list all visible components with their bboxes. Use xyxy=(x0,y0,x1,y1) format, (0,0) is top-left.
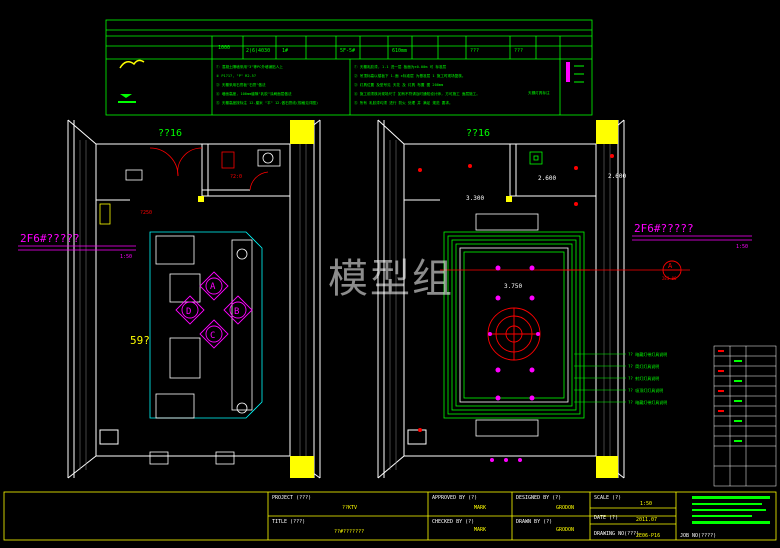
legend-item-4: ?? 吸顶灯灯具说明 xyxy=(628,387,663,393)
left-section-tag-scale: 1:50 xyxy=(120,254,132,260)
title-value: ??#??????? xyxy=(334,529,364,535)
legend-item-1: ?? 暗藏灯带灯具说明 xyxy=(628,351,667,357)
right-plan-marker: A 2E3-06 xyxy=(540,260,690,281)
drawn-value: GRODON xyxy=(556,527,574,533)
designed-value: GRODON xyxy=(556,505,574,511)
header-note-10: ⑤ 所有 乳胶漆均须 进行 防火 处理 并 满足 规范 要求。 xyxy=(354,100,453,105)
header-note-1: ① 混凝土隔墙采用"3"等PC外墙铺贴人上 xyxy=(216,64,283,69)
title-label: TITLE (???) xyxy=(272,519,305,525)
right-height-3: 2.600 xyxy=(538,175,556,182)
left-circle-c: C xyxy=(210,331,215,341)
title-block-text: PROJECT (???) ??KTV TITLE (???) ??#?????… xyxy=(272,495,716,539)
left-plan-walls xyxy=(67,119,321,479)
title-block-bars xyxy=(692,496,770,524)
project-label: PROJECT (???) xyxy=(272,495,311,501)
header-note-7: ② 吊顶标高以楼板下 1.面 ±标准层 为基准层 1 施工时现场复核。 xyxy=(354,73,465,78)
approved-label: APPROVED BY (?) xyxy=(432,495,477,501)
right-plan-walls xyxy=(377,119,625,479)
right-plan-lights xyxy=(488,265,540,462)
header-code-6: ??? xyxy=(470,48,479,54)
drawn-label: DRAWN BY (?) xyxy=(516,519,552,525)
right-plan-text: ??16 3.300 3.750 2.600 2.600 xyxy=(466,128,626,290)
right-height-4: 2.600 xyxy=(608,173,626,180)
date-value: 2011.07 xyxy=(636,517,657,523)
right-section-tag: 2F6#????? 1:50 xyxy=(632,222,752,250)
left-circle-a: A xyxy=(210,282,216,292)
header-note-4: ④ 墙面高度, 100mm缝隙"乳胶"涂刷面层做法 xyxy=(216,91,292,96)
drawing-no-label: DRAWING NO(???) xyxy=(594,531,639,537)
header-table-text: 1000 2(6)4030 1# 5F-5# 610mm ??? ??? ① 混… xyxy=(216,45,550,105)
left-small-label-1: ?250 xyxy=(140,210,152,216)
left-plan-text: ??16 A C D B 59? ?250 ?2:0 xyxy=(130,128,242,347)
left-plan-callouts xyxy=(175,271,253,349)
left-circle-b: B xyxy=(234,307,239,317)
right-plan-column-inner xyxy=(506,196,512,202)
header-note-2: ② P1?1?, "P" R2.5? xyxy=(216,74,256,78)
legend-item-3: ?? 射灯灯具说明 xyxy=(628,375,659,381)
right-plan-column-top xyxy=(596,120,618,144)
header-code-3: 1# xyxy=(282,48,288,54)
approved-value: MARK xyxy=(474,505,486,511)
header-note-9: ④ 施工前须核对现场尺寸 如有不符请及时通知设计师, 方可施工 面层施工。 xyxy=(354,91,480,96)
checked-label: CHECKED BY (?) xyxy=(432,519,474,525)
right-plan: A 2E3-06 ??16 3.300 3.750 2.600 2.600 2F… xyxy=(377,119,752,479)
right-room-top-label: ??16 xyxy=(466,128,490,139)
right-plan-ceiling-frames xyxy=(440,151,590,437)
legend-item-2: ?? 筒灯灯具说明 xyxy=(628,363,659,369)
header-table-symbols xyxy=(118,59,584,103)
header-code-5: 610mm xyxy=(392,48,407,54)
revision-table xyxy=(713,345,777,487)
left-plan: ??16 A C D B 59? ?250 ?2:0 2F6#????? 1:5… xyxy=(18,119,321,479)
right-plan-hatch xyxy=(389,140,611,470)
header-note-8: ③ 灯具位置 及型号见 天花 及 灯具 布置 图 200mm xyxy=(354,82,443,87)
right-section-tag-label: 2F6#????? xyxy=(634,222,694,235)
left-small-label-2: ?2:0 xyxy=(230,174,242,180)
left-plan-restroom-fixtures xyxy=(99,149,281,225)
left-plan-column-bottom xyxy=(290,456,314,478)
job-no-label: JOB NO(????) xyxy=(680,533,716,539)
revision-table-marks xyxy=(718,350,742,442)
left-area-label: 59? xyxy=(130,334,150,347)
right-height-1: 3.300 xyxy=(466,195,484,202)
left-plan-column-top xyxy=(290,120,314,144)
header-note-6: ① 天棚乳胶漆, 1.1 进一层 板面为±0.00m 可 标准层 xyxy=(354,64,447,69)
left-section-tag: 2F6#????? 1:50 xyxy=(18,232,136,260)
header-table xyxy=(105,19,593,116)
scale-label: SCALE (?) xyxy=(594,495,621,501)
header-code-2: 2(6)4030 xyxy=(246,48,270,54)
date-label: DATE (?) xyxy=(594,515,618,521)
right-plan-legend: ?? 暗藏灯带灯具说明 ?? 筒灯灯具说明 ?? 射灯灯具说明 ?? 吸顶灯灯具… xyxy=(574,351,667,405)
project-value: ??KTV xyxy=(342,505,357,511)
right-plan-red-dots xyxy=(418,154,614,432)
header-code-1: 1000 xyxy=(218,45,230,51)
left-section-tag-label: 2F6#????? xyxy=(20,232,80,245)
left-plan-column-inner xyxy=(198,196,204,202)
designed-label: DESIGNED BY (?) xyxy=(516,495,561,501)
right-plan-chandelier xyxy=(487,307,541,361)
left-room-top-label: ??16 xyxy=(158,128,182,139)
left-plan-sofa-set xyxy=(149,231,263,465)
watermark-text: 模型组 xyxy=(328,256,454,302)
left-plan-door xyxy=(149,147,269,191)
drawing-no-value: 2E06-P16 xyxy=(636,533,660,539)
left-circle-d: D xyxy=(186,307,191,317)
checked-value: MARK xyxy=(474,527,486,533)
header-note-5: ⑤ 天棚高度按标注 12.厘米 "平" 12.做石膏线(规格见详图) xyxy=(216,100,318,105)
legend-item-5: ?? 暗藏灯带灯具说明 xyxy=(628,399,667,405)
header-code-7: ??? xyxy=(514,48,523,54)
right-height-2: 3.750 xyxy=(504,283,522,290)
right-plan-column-bottom xyxy=(596,456,618,478)
header-code-4: 5F-5# xyxy=(340,48,355,54)
right-marker-sub: 2E3-06 xyxy=(662,276,677,281)
header-note-3: ③ 天棚采用石膏板"石膏"做法 xyxy=(216,82,266,87)
right-section-tag-scale: 1:50 xyxy=(736,244,748,250)
title-block xyxy=(3,491,777,541)
scale-value: 1:50 xyxy=(640,501,652,507)
right-marker-letter: A xyxy=(668,262,673,270)
left-plan-hatch xyxy=(79,140,307,470)
header-note-right: 天棚灯具标注 xyxy=(528,90,550,95)
